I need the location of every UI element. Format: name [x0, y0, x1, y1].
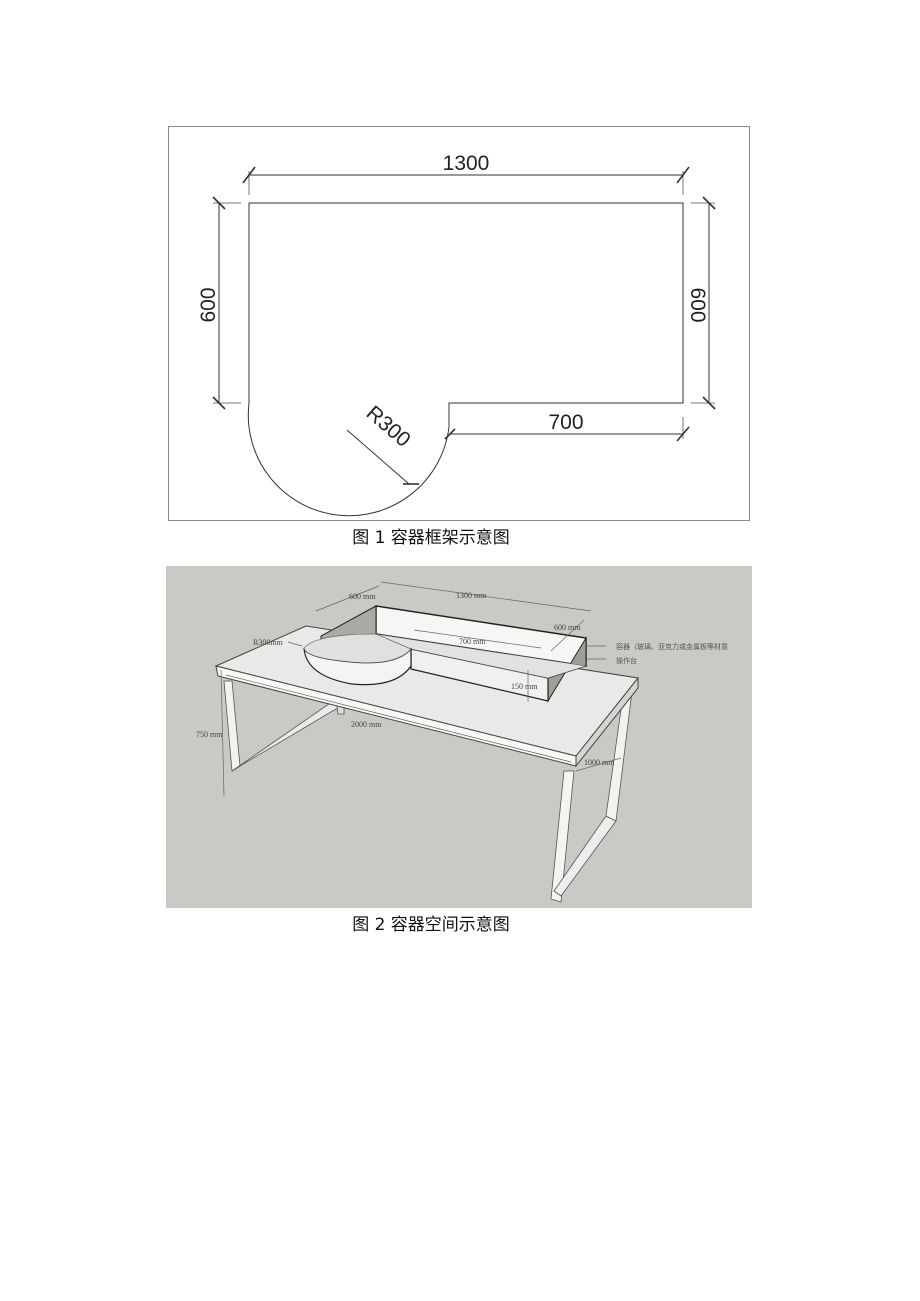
label-1000mm: 1000 mm [584, 758, 615, 767]
figure-1-frame-drawing: 1300 600 600 700 R300 [168, 126, 750, 521]
dim-700: 700 [548, 411, 583, 434]
dim-600-left: 600 [197, 287, 220, 322]
label-1300mm: 1300 mm [456, 591, 487, 600]
label-r300mm: R300mm [253, 638, 284, 647]
frame-outline-drawing: 1300 600 600 700 R300 [197, 152, 716, 517]
label-750mm: 750 mm [196, 730, 223, 739]
label-600mm-left: 600 mm [349, 592, 376, 601]
figure-1-caption: 图 1 容器框架示意图 [352, 528, 510, 548]
dim-600-right: 600 [686, 287, 709, 322]
figure-2-caption: 图 2 容器空间示意图 [352, 915, 510, 935]
label-600mm-right: 600 mm [554, 623, 581, 632]
label-150mm: 150 mm [511, 682, 538, 691]
table-container-render: 600 mm 1300 mm 600 mm R300mm 700 mm 150 … [196, 581, 728, 903]
callout-table: 操作台 [616, 656, 637, 665]
figure-2-3d-render: 600 mm 1300 mm 600 mm R300mm 700 mm 150 … [166, 566, 752, 908]
dim-1300: 1300 [443, 152, 490, 175]
dim-r300: R300 [362, 401, 415, 451]
label-2000mm: 2000 mm [351, 720, 382, 729]
callout-container: 容器（玻璃、亚克力或金属板等材质 [616, 642, 728, 651]
label-700mm: 700 mm [459, 637, 486, 646]
